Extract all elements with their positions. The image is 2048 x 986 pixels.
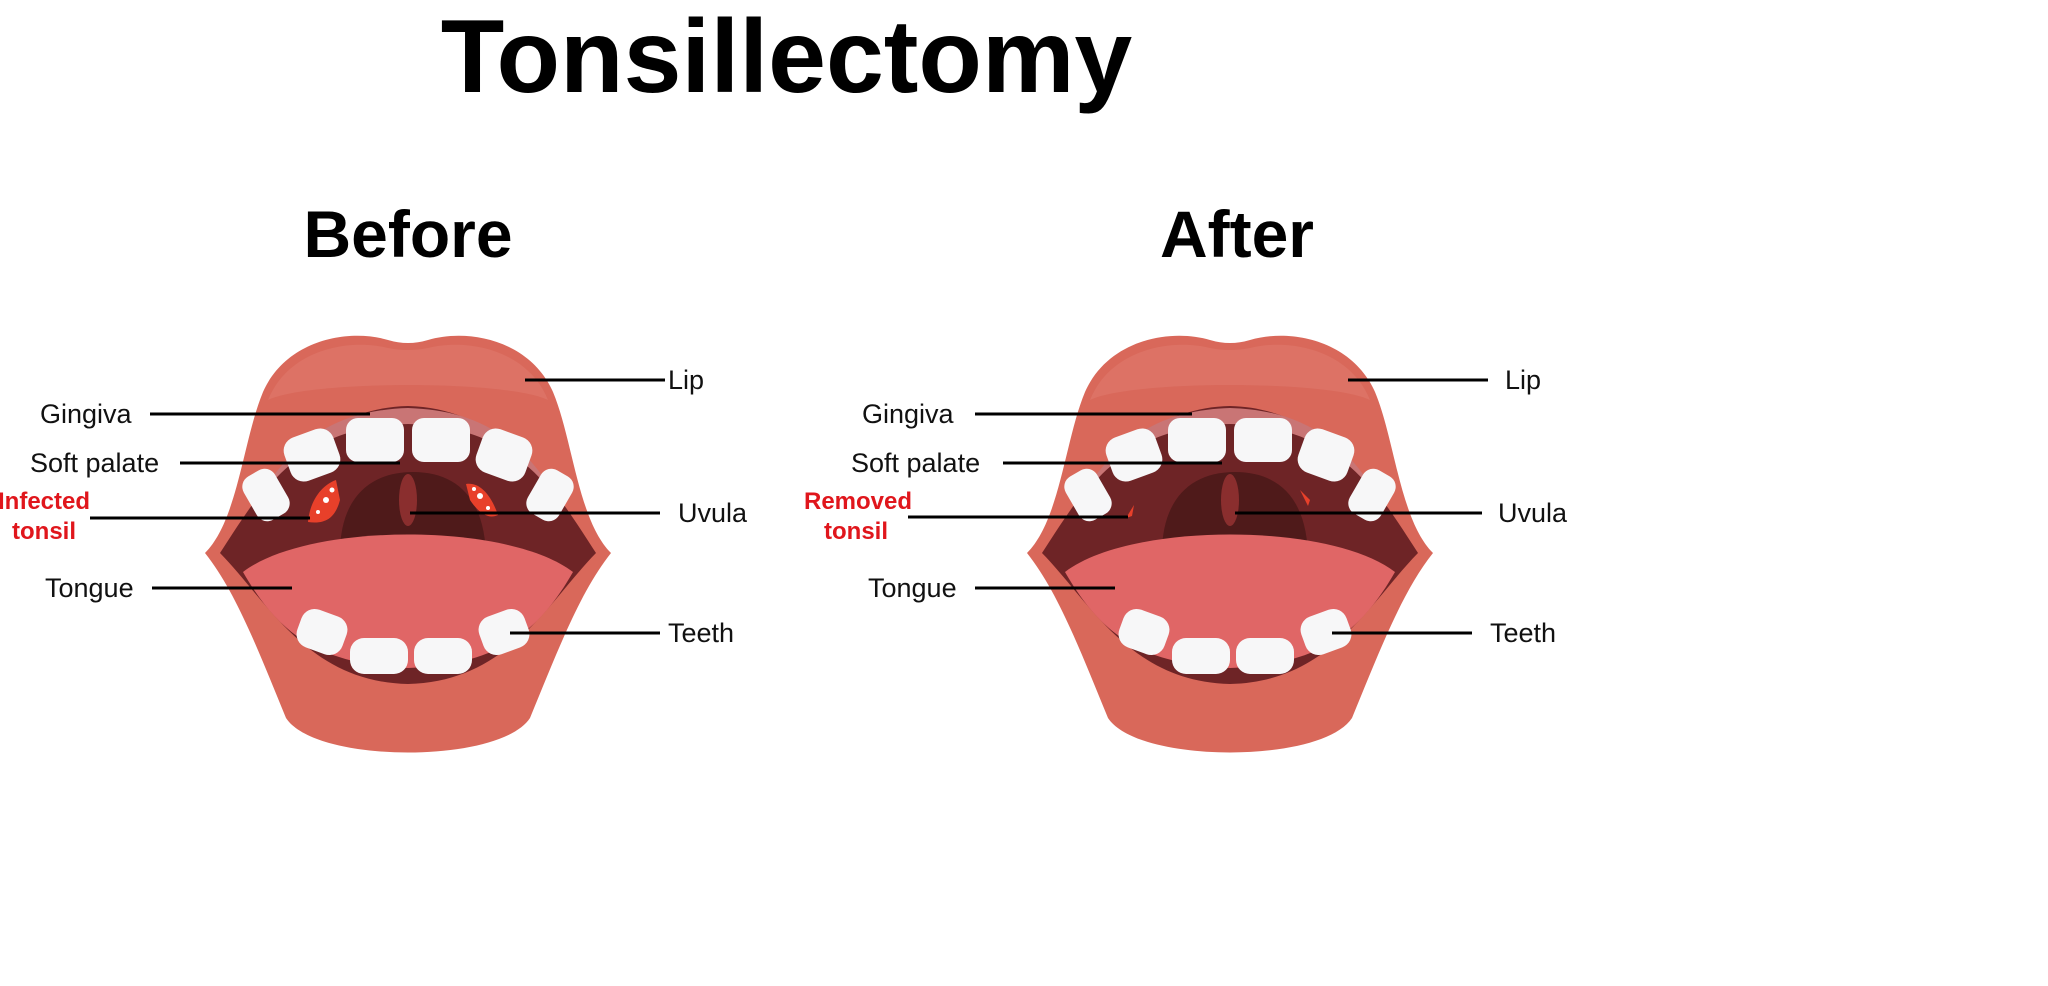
page-title: Tonsillectomy: [440, 0, 1133, 115]
label-tonsil-line1: Infected: [0, 488, 91, 515]
label-soft-palate-after: Soft palate: [851, 448, 981, 478]
label-tonsil-line2: tonsil: [12, 518, 76, 545]
removed-tonsil-right: [1300, 490, 1310, 506]
label-tonsil-line2: tonsil: [824, 518, 888, 545]
after-mouth: [1027, 335, 1433, 753]
label-tongue-after: Tongue: [868, 573, 957, 603]
label-uvula-before: Uvula: [678, 498, 748, 528]
label-teeth-before: Teeth: [668, 618, 735, 648]
label-lip-after: Lip: [1505, 365, 1542, 395]
before-mouth: [205, 335, 611, 753]
infected-tonsil-right: [466, 483, 498, 517]
before-heading: Before: [303, 197, 513, 271]
label-infected-tonsil: Infected tonsil: [0, 487, 90, 547]
label-tonsil-line1: Removed: [804, 488, 913, 515]
label-removed-tonsil: Removed tonsil: [804, 487, 913, 547]
infected-tonsil-left: [308, 480, 340, 523]
removed-tonsil-left: [1126, 505, 1134, 518]
leader-lines: [90, 378, 1488, 635]
label-lip-before: Lip: [668, 365, 705, 395]
label-soft-palate-before: Soft palate: [30, 448, 160, 478]
label-gingiva-after: Gingiva: [862, 399, 954, 429]
label-tongue-before: Tongue: [45, 573, 134, 603]
label-gingiva-before: Gingiva: [40, 399, 132, 429]
label-uvula-after: Uvula: [1498, 498, 1568, 528]
after-heading: After: [1159, 197, 1314, 271]
label-teeth-after: Teeth: [1490, 618, 1557, 648]
